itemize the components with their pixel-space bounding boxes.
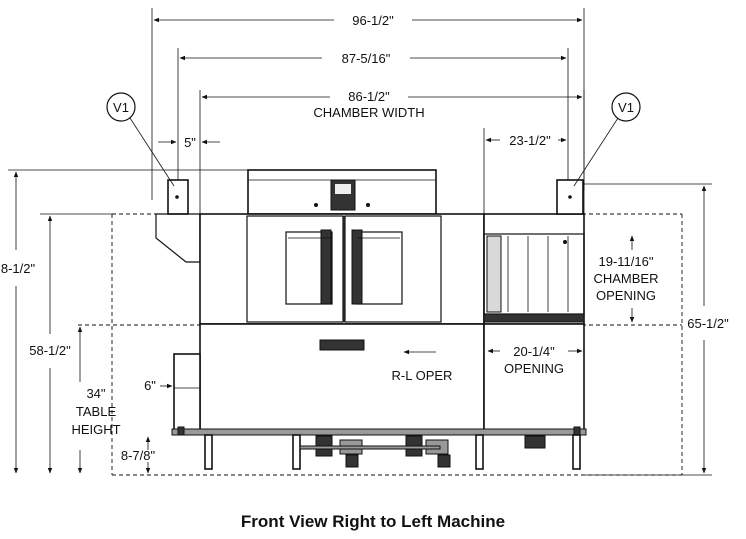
right-vent [556,179,584,215]
load-section [483,213,585,325]
vent-callout-left [106,92,175,187]
dim-chamber-opening-label-1: CHAMBER [593,271,658,286]
dim-opening-width-label: OPENING [504,361,564,376]
dim-table-height-label-1: TABLE [76,404,117,419]
main-chamber [199,213,485,325]
dim-chamber-width-label: CHAMBER WIDTH [313,105,424,120]
vent-label-right: V1 [618,100,634,115]
dim-leg-height: 8-7/8" [121,448,156,463]
operation-label: R-L OPER [392,368,453,383]
dim-width-23: 23-1/2" [509,133,551,148]
inner-dimensions [160,348,583,389]
base-and-legs [171,426,587,470]
dim-offset-5: 5" [184,135,196,150]
dim-width-87: 87-5/16" [342,51,391,66]
dim-chamber-opening-label-2: OPENING [596,288,656,303]
dim-offset-6: 6" [144,378,156,393]
dim-chamber-opening-value: 19-11/16" [599,254,654,269]
left-vent-hood [155,179,201,263]
dim-chamber-width-value: 86-1/2" [348,89,390,104]
top-dimensions [151,8,585,214]
figure-caption: Front View Right to Left Machine [241,512,505,531]
dim-overall-width: 96-1/2" [352,13,394,28]
dim-opening-width-value: 20-1/4" [513,344,555,359]
dim-table-height-value: 34" [86,386,105,401]
dim-height-58: 58-1/2" [29,343,71,358]
vent-callout-right [573,92,641,187]
dim-height-right: 65-1/2" [687,316,729,331]
lower-body [173,323,585,435]
vertical-dimensions [8,169,712,476]
dim-table-height-label-2: HEIGHT [71,422,120,437]
control-panel [247,169,437,215]
dim-height-left: 8-1/2" [1,261,36,276]
vent-label-left: V1 [113,100,129,115]
